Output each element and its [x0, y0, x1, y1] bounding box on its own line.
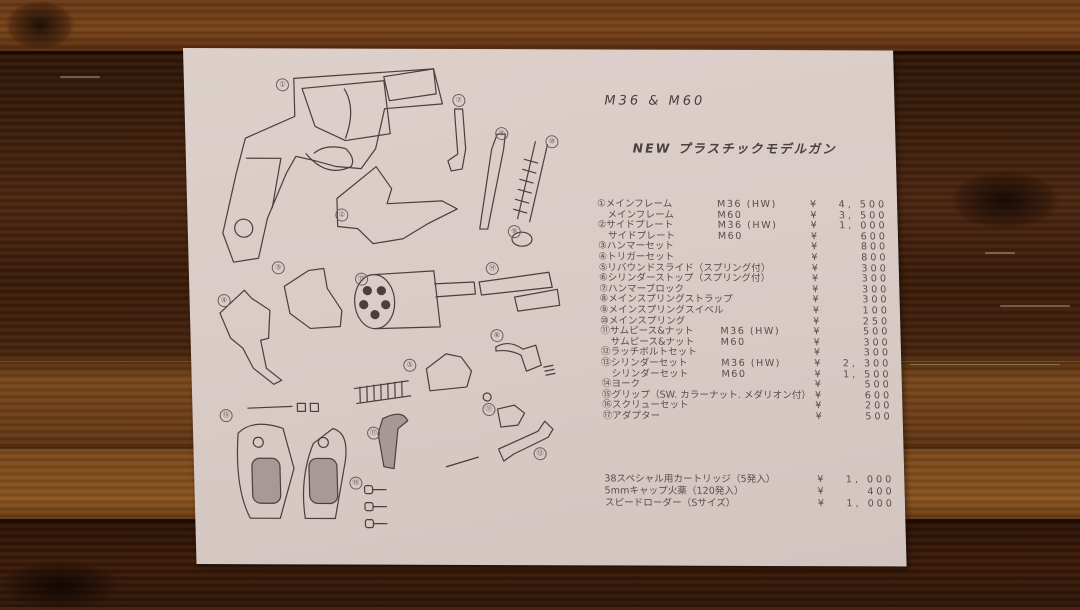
accessory-price: 1, 000: [839, 474, 894, 486]
mainspring-strap-drawing: [477, 134, 507, 229]
accessory-name: スピードローダー（Sサイズ）: [605, 497, 818, 510]
callout-3: ③: [272, 261, 285, 274]
wood-streak: [1000, 305, 1070, 307]
wood-streak: [910, 364, 1060, 365]
yen-symbol: ¥: [817, 474, 839, 486]
side-plate-drawing: [336, 167, 458, 244]
callout-9: ⑨: [508, 225, 521, 238]
mainspring-drawing: [511, 141, 549, 222]
callout-14: ⑭: [486, 262, 499, 275]
part-model: M60: [718, 232, 743, 243]
rebound-spring-drawing: [354, 381, 412, 404]
callout-8: ⑧: [495, 127, 508, 140]
hammer-drawing: [284, 268, 343, 328]
accessory-name: 5mmキャップ火薬（120発入）: [604, 485, 817, 498]
accessory-price: 1, 000: [840, 498, 895, 510]
callout-12: ⑫: [533, 447, 546, 460]
part-number: ⑤: [599, 262, 608, 273]
part-number: ⑩: [600, 315, 609, 326]
part-number: ④: [598, 251, 607, 262]
part-number: ⑯: [602, 400, 612, 411]
grips-drawing: [236, 403, 348, 518]
adapter-drawing: [378, 414, 409, 469]
part-number: ⑫: [601, 347, 611, 358]
part-number: ⑧: [599, 294, 608, 305]
cylinder-drawing: [354, 271, 477, 329]
part-number: ⑮: [602, 389, 612, 400]
callout-17: ⑰: [367, 427, 380, 440]
part-number: ⑥: [599, 273, 608, 284]
yen-symbol: ¥: [813, 306, 835, 317]
callout-16: ⑯: [349, 477, 362, 490]
part-name: ⑰アダプター: [603, 411, 816, 422]
part-model: M60: [721, 369, 746, 380]
accessory-row: 5mmキャップ火薬（120発入）¥400: [604, 485, 894, 498]
callout-2: ②: [335, 209, 348, 222]
callout-6: ⑥: [490, 329, 503, 342]
accessory-row: スピードローダー（Sサイズ）¥1, 000: [605, 497, 895, 510]
callout-11: ⑪: [482, 403, 495, 416]
callout-7: ⑦: [452, 94, 465, 107]
wood-streak: [985, 252, 1015, 254]
part-number: ⑭: [602, 379, 612, 390]
exploded-parts-diagram: ① ② ③ ④ ⑤ ⑥ ⑦ ⑧ ⑨ ⑩ ⑪ ⑫ ⑬ ⑭ ⑮ ⑯ ⑰: [183, 48, 617, 565]
latch-bolt-pin: [446, 457, 479, 467]
part-model: M60: [721, 338, 746, 349]
wood-streak: [60, 76, 100, 78]
thumb-piece-nut-drawing: [483, 393, 491, 401]
price-list-paper: ① ② ③ ④ ⑤ ⑥ ⑦ ⑧ ⑨ ⑩ ⑪ ⑫ ⑬ ⑭ ⑮ ⑯ ⑰ M36 & …: [183, 48, 907, 566]
part-number: ⑰: [602, 410, 612, 421]
part-number: ⑬: [601, 357, 611, 368]
screws-drawing: [364, 486, 387, 528]
accessory-name: 38スペシャル用カートリッジ（5発入）: [604, 473, 817, 486]
cylinder-stop-drawing: [496, 344, 542, 372]
accessory-row: 38スペシャル用カートリッジ（5発入）¥1, 000: [604, 473, 894, 486]
part-price: 500: [838, 412, 893, 423]
part-number: ⑪: [600, 326, 610, 337]
document-title: M36 & M60: [604, 93, 705, 108]
cylinder-stop-spring: [543, 365, 555, 375]
part-number: ①: [597, 198, 606, 209]
rebound-slide-drawing: [426, 354, 472, 391]
callout-1: ①: [276, 78, 289, 91]
wood-knot: [5, 0, 75, 50]
wood-knot: [0, 560, 120, 610]
callout-5: ⑤: [403, 359, 416, 372]
hammer-block-drawing: [447, 109, 467, 171]
wood-knot: [950, 170, 1060, 230]
part-number: ②: [597, 220, 606, 231]
document-subtitle: NEW プラスチックモデルガン: [632, 138, 837, 158]
callout-4: ④: [217, 294, 230, 307]
part-number: ③: [598, 241, 607, 252]
yoke-drawing: [479, 272, 560, 311]
accessory-price: 400: [839, 486, 894, 498]
yen-symbol: ¥: [814, 359, 836, 370]
yen-symbol: ¥: [816, 412, 838, 423]
part-row: ⑰アダプター¥500: [603, 411, 893, 423]
thumb-piece-drawing: [497, 405, 525, 427]
yen-symbol: ¥: [818, 498, 840, 510]
yen-symbol: ¥: [817, 486, 839, 498]
part-number: ⑨: [600, 304, 609, 315]
callout-15: ⑮: [219, 409, 232, 422]
callout-10: ⑩: [545, 135, 558, 148]
part-price: 100: [835, 306, 890, 317]
callout-13: ⑬: [355, 273, 368, 286]
